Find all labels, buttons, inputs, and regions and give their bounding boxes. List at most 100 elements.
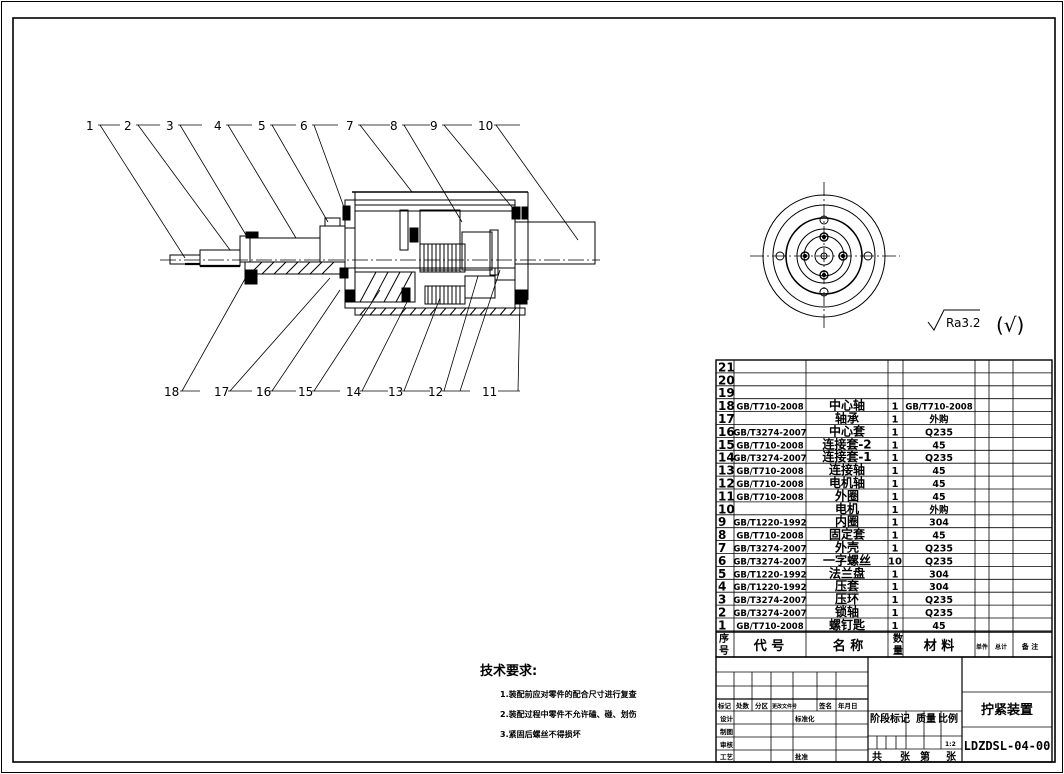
balloon-18: 18 — [164, 385, 179, 399]
bom-row-name: 压环 — [835, 592, 859, 606]
role-process: 工艺 — [720, 752, 734, 761]
bom-row-material: Q235 — [925, 544, 953, 555]
bom-row-qty: 1 — [892, 402, 899, 413]
bom-row-material: 304 — [929, 518, 949, 529]
balloon-15: 15 — [298, 385, 313, 399]
bom-header-qty-b: 量 — [893, 644, 903, 657]
bom-row-qty: 1 — [892, 531, 899, 542]
bom-row-qty: 1 — [892, 415, 899, 426]
weight-label: 质量 — [916, 712, 936, 725]
total-sheets-label: 共 — [872, 750, 882, 763]
bom-row-name: 外壳 — [835, 540, 859, 555]
stage-mark-label: 阶段标记 — [870, 712, 910, 725]
bom-row-code: GB/T3274-2007 — [733, 545, 806, 555]
bom-row-name: 一字螺丝 — [823, 552, 871, 567]
bom-row-name: 压套 — [835, 578, 860, 593]
bom-row-name: 连接套-2 — [822, 436, 871, 451]
bom-row-number: 15 — [718, 438, 735, 452]
sheets-label: 张 — [900, 750, 911, 763]
bom-row-name: 电机轴 — [829, 475, 865, 490]
bom-row-number: 4 — [718, 580, 726, 594]
bom-row-code: GB/T710-2008 — [736, 467, 803, 477]
bom-row-number: 21 — [718, 360, 735, 374]
bom-row-material: 45 — [932, 531, 945, 542]
bom-row-name: 连接轴 — [829, 462, 865, 477]
bom-row-number: 14 — [718, 451, 735, 465]
bom-header-code: 代 号 — [753, 638, 785, 654]
role-design: 设计 — [720, 714, 734, 723]
bom-row-name: 法兰盘 — [829, 565, 865, 580]
balloon-labels: 1 2 3 4 5 6 7 8 9 10 11 12 13 14 15 16 1… — [86, 119, 497, 399]
bom-row-number: 17 — [718, 412, 735, 426]
bom-header-no-a: 序 — [719, 632, 729, 645]
bom-row-material: 45 — [932, 440, 945, 451]
bom-row-material: 304 — [929, 569, 949, 580]
bom-row-code: GB/T3274-2007 — [733, 596, 806, 606]
balloon-17: 17 — [214, 385, 229, 399]
rev-header-mark: 标记 — [717, 701, 732, 710]
bom-row-material: 45 — [932, 479, 945, 490]
balloon-5: 5 — [258, 119, 266, 133]
bom-row-code: GB/T3274-2007 — [733, 557, 806, 567]
bom-row-material: 外购 — [928, 414, 949, 426]
bom-row-code: GB/T3274-2007 — [733, 428, 806, 438]
bom-row-qty: 1 — [892, 518, 899, 529]
balloon-7: 7 — [346, 119, 354, 133]
bom-row-name: 内圈 — [835, 514, 859, 529]
bom-row-number: 13 — [718, 464, 735, 478]
title-block-text: 标记 处数 分区 更改文件号 签名 年月日 设计 制图 审核 工艺 标准化 批准… — [717, 701, 1050, 763]
bom-row-name: 电机 — [835, 501, 859, 516]
bom-row-material: 45 — [932, 621, 945, 632]
bom-row-number: 5 — [718, 567, 726, 581]
bom-row-material: 45 — [932, 492, 945, 503]
role-drawing: 制图 — [720, 727, 734, 736]
bom-row-code: GB/T3274-2007 — [733, 609, 806, 619]
approve-label: 批准 — [795, 752, 809, 761]
bom-row-qty: 1 — [892, 466, 899, 477]
bom-row-number: 2 — [718, 606, 726, 620]
tech-req-item-2: 2.装配过程中零件不允许磕、碰、划伤 — [500, 710, 637, 719]
bom-row-material: 45 — [932, 466, 945, 477]
balloon-12: 12 — [428, 385, 443, 399]
balloon-14: 14 — [346, 385, 361, 399]
bom-row-number: 10 — [718, 502, 735, 516]
bom-row-code: GB/T710-2008 — [736, 480, 803, 490]
bom-row-material: GB/T710-2008 — [905, 403, 972, 413]
bom-row-qty: 1 — [892, 492, 899, 503]
rev-header-date: 年月日 — [838, 701, 858, 710]
balloon-1: 1 — [86, 119, 94, 133]
bom-row-code: GB/T1220-1992 — [733, 519, 806, 529]
bom-row-name: 中心轴 — [829, 398, 865, 413]
technical-requirements: 技术要求: 1.装配前应对零件的配合尺寸进行复查 2.装配过程中零件不允许磕、碰… — [480, 660, 710, 749]
inner-frame — [12, 17, 1056, 763]
bom-row-name: 锁轴 — [835, 604, 859, 619]
bom-row-qty: 1 — [892, 569, 899, 580]
bom-row-number: 1 — [718, 618, 726, 632]
bom-row-qty: 10 — [888, 556, 902, 567]
bom-row-code: GB/T710-2008 — [736, 622, 803, 632]
bom-row-qty: 1 — [892, 595, 899, 606]
bom-row-name: 螺钉匙 — [829, 617, 866, 632]
bom-row-material: Q235 — [925, 595, 953, 606]
drawing-number: LDZDSL-04-00 — [964, 739, 1051, 753]
tech-req-item-1: 1.装配前应对零件的配合尺寸进行复查 — [500, 690, 637, 699]
bom-row-qty: 1 — [892, 453, 899, 464]
bom-row-material: Q235 — [925, 453, 953, 464]
scale-label: 比例 — [938, 712, 958, 725]
bom-header-remark: 备 注 — [1021, 642, 1038, 651]
bom-header-name: 名 称 — [833, 638, 864, 654]
balloon-8: 8 — [390, 119, 398, 133]
balloon-4: 4 — [214, 119, 222, 133]
bom-header: 序 号 代 号 名 称 数 量 材 料 单件 总计 备 注 — [719, 632, 1038, 657]
bom-row-number: 20 — [718, 373, 735, 387]
bom-row-qty: 1 — [892, 544, 899, 555]
bom-row-material: Q235 — [925, 427, 953, 438]
bom-header-total-weight: 总计 — [995, 643, 1007, 651]
balloon-6: 6 — [300, 119, 308, 133]
rev-header-zone: 分区 — [755, 701, 769, 710]
tech-req-title: 技术要求: — [480, 664, 538, 679]
scale-value: 1:2 — [945, 741, 956, 748]
